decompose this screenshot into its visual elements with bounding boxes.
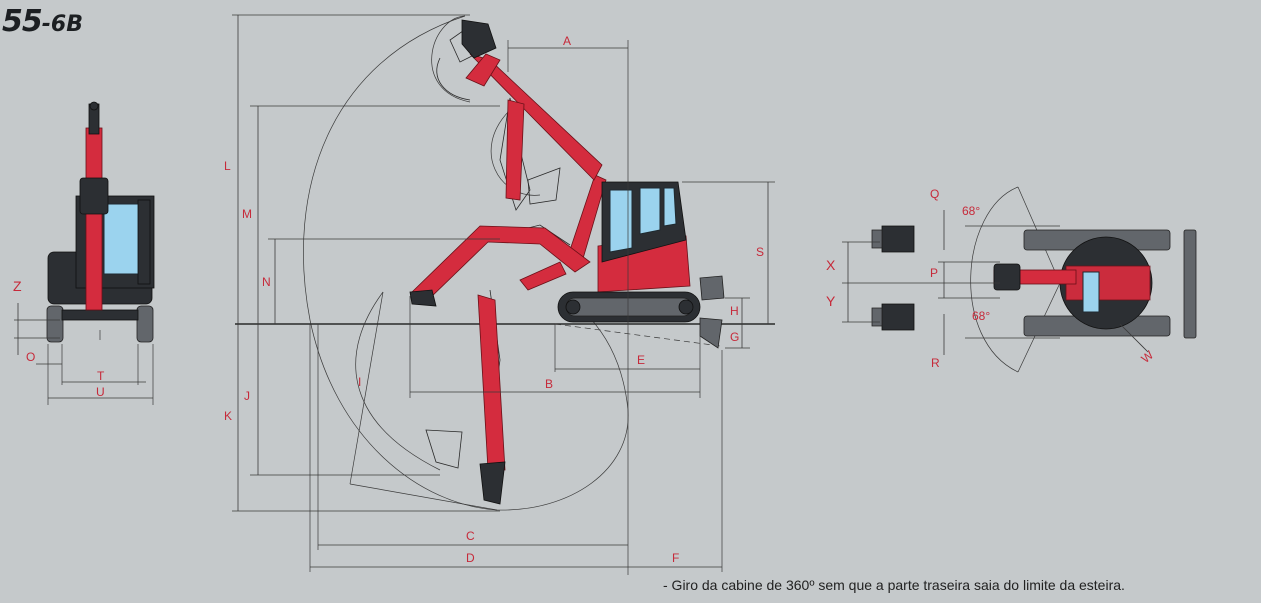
label-F: F [672,551,679,565]
angle-lower: 68° [972,309,990,323]
label-G: G [730,330,739,344]
front-view: Z O T U [13,101,155,405]
angle-upper: 68° [962,204,980,218]
label-T: T [97,369,105,383]
label-K: K [224,409,232,423]
footnote: - Giro da cabine de 360º sem que a parte… [663,577,1125,593]
side-view: L M N J K I A S H G E B C D [224,14,775,575]
model-suffix: -6B [41,12,83,37]
label-E: E [637,353,645,367]
model-number: 55 [2,4,43,39]
label-N: N [262,275,271,289]
label-C: C [466,529,475,543]
label-O: O [26,350,35,364]
label-H: H [730,304,739,318]
label-J: J [244,389,250,403]
label-X: X [826,257,836,273]
label-Q: Q [930,187,939,201]
label-U: U [96,385,105,399]
label-P: P [930,266,938,280]
label-I: I [358,375,361,389]
label-W: W [1138,347,1156,365]
label-R: R [931,356,940,370]
label-Y: Y [826,293,836,309]
top-view: 68° 68° X Y Q P R [826,186,1197,373]
label-S: S [756,245,764,259]
label-A: A [563,34,571,48]
label-D: D [466,551,475,565]
label-M: M [242,207,252,221]
model-title: 55-6B [2,4,83,39]
label-L: L [224,159,231,173]
label-B: B [545,377,553,391]
label-Z: Z [13,278,22,294]
